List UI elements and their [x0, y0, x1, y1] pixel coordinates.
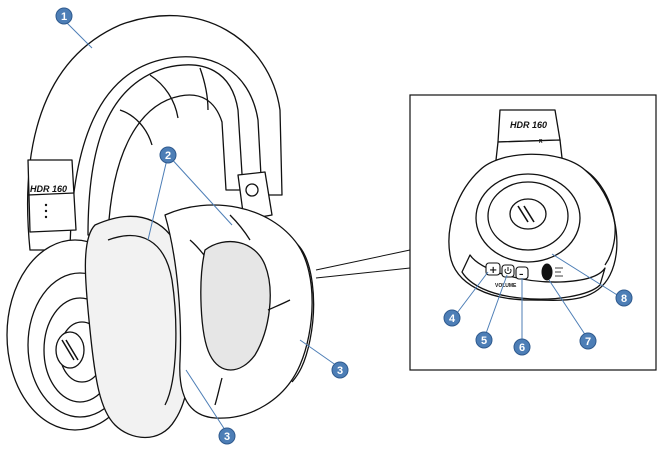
svg-text:5: 5	[481, 335, 487, 347]
headband-slider	[27, 159, 77, 233]
inset-model-label: HDR 160	[510, 120, 547, 130]
svg-text:8: 8	[621, 293, 627, 305]
volume-plus-glyph: +	[489, 265, 497, 276]
source-selector-switch[interactable]	[541, 263, 553, 281]
svg-text:7: 7	[585, 336, 591, 348]
svg-text:2: 2	[165, 150, 171, 162]
callout-8: 8	[615, 289, 633, 307]
svg-text:3: 3	[224, 431, 230, 443]
callout-7: 7	[579, 332, 597, 350]
led-indicator-dots	[44, 203, 48, 219]
callout-2: 2	[159, 146, 177, 164]
right-yoke	[237, 171, 273, 221]
callout-3-right: 3	[331, 361, 349, 379]
volume-label: VOLUME	[495, 283, 517, 289]
switch-markings	[555, 267, 563, 277]
svg-text:4: 4	[449, 313, 456, 325]
callout-leaders	[63, 19, 623, 434]
volume-plus-button[interactable]: +	[485, 262, 501, 276]
brand-logo-icon	[55, 331, 85, 369]
volume-minus-glyph: –	[519, 270, 524, 280]
svg-text:6: 6	[519, 342, 525, 354]
right-cushion-opening	[200, 240, 271, 371]
inset-side-marker: R	[539, 139, 543, 145]
headband	[27, 15, 283, 251]
headband-padding	[87, 64, 244, 236]
svg-text:3: 3	[337, 365, 343, 377]
headphone-main	[6, 15, 315, 438]
callout-6: 6	[513, 338, 531, 356]
model-label: HDR 160	[30, 184, 67, 194]
inset-brand-logo-icon	[517, 205, 535, 223]
power-button[interactable]	[501, 264, 515, 278]
svg-text:1: 1	[61, 11, 67, 23]
callout-1: 1	[55, 7, 73, 25]
power-icon	[504, 267, 512, 275]
callout-5: 5	[475, 331, 493, 349]
callout-3-bottom: 3	[218, 427, 236, 445]
zoom-leader-lines	[315, 249, 411, 279]
callout-4: 4	[443, 309, 461, 327]
